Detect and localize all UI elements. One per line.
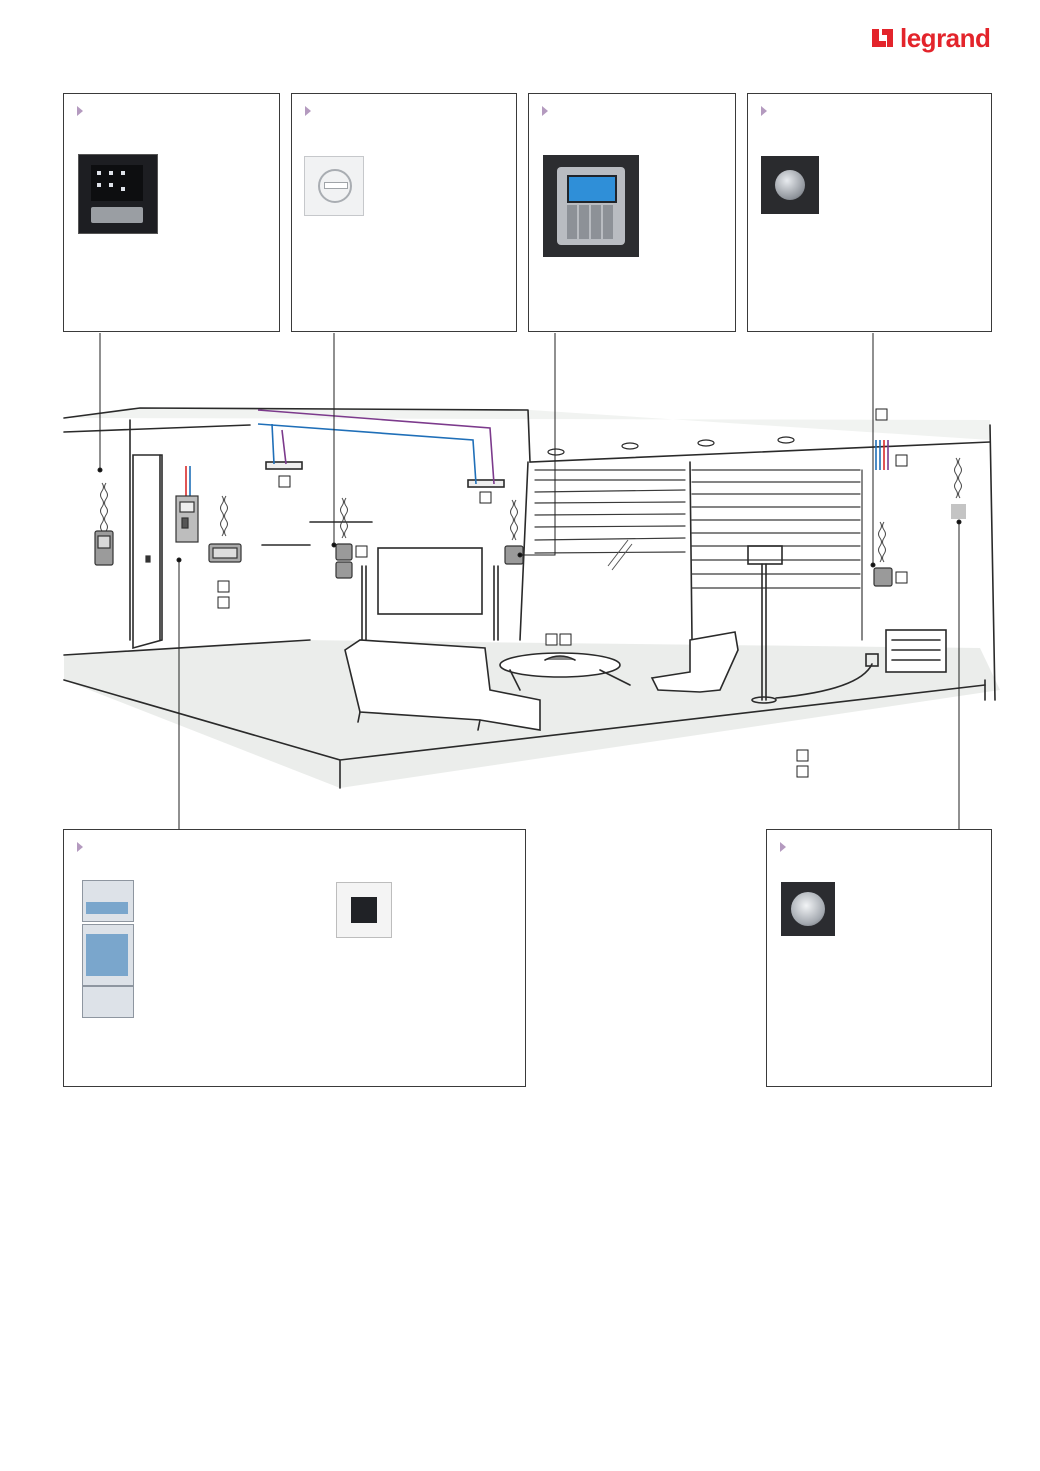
panel-ceiling-sensor [766, 829, 992, 1087]
alarm-keypad-image [543, 155, 639, 257]
ceiling-device-sensor [951, 504, 966, 519]
wall-device-keypad [504, 545, 524, 565]
din-rail-module-image [78, 880, 136, 1020]
floor-lamp-icon [747, 545, 873, 704]
panel-keycard-switch [291, 93, 517, 332]
radiator-icon [865, 629, 947, 673]
floor-shape [64, 640, 1000, 788]
armchair-icon [650, 631, 739, 693]
touch-screen-panel-image [78, 154, 158, 234]
round-sensor-image [761, 156, 819, 214]
panel-touch-screen [63, 93, 280, 332]
tv-icon [377, 547, 483, 615]
legrand-logo-icon [872, 27, 894, 49]
panel-marker-icon [761, 106, 767, 116]
wall-device-sensor [873, 567, 893, 587]
ceiling-shape [64, 408, 990, 440]
ceiling-sensor-image [781, 882, 835, 936]
wall-device-thermostat [208, 543, 242, 563]
mini-touch-panel-image [336, 882, 392, 938]
panel-marker-icon [542, 106, 548, 116]
coffee-table-icon [499, 652, 631, 691]
panel-din-module [63, 829, 526, 1087]
legrand-logo: legrand [872, 22, 991, 54]
panel-marker-icon [77, 842, 83, 852]
wall-device-din-box [175, 495, 199, 543]
wall-device-keycard [335, 543, 353, 561]
ceiling-fixture-icon [467, 479, 505, 488]
ceiling-fixture-icon [265, 461, 303, 470]
ceiling-lights [547, 436, 795, 456]
panel-marker-icon [305, 106, 311, 116]
legrand-logo-text: legrand [900, 22, 991, 53]
panel-marker-icon [77, 106, 83, 116]
wall-device-touch-panel [94, 530, 114, 566]
keycard-switch-image [304, 156, 364, 216]
panel-alarm-keypad [528, 93, 736, 332]
sofa-icon [344, 639, 541, 731]
panel-round-sensor [747, 93, 992, 332]
window-blinds [534, 469, 863, 641]
panel-marker-icon [780, 842, 786, 852]
